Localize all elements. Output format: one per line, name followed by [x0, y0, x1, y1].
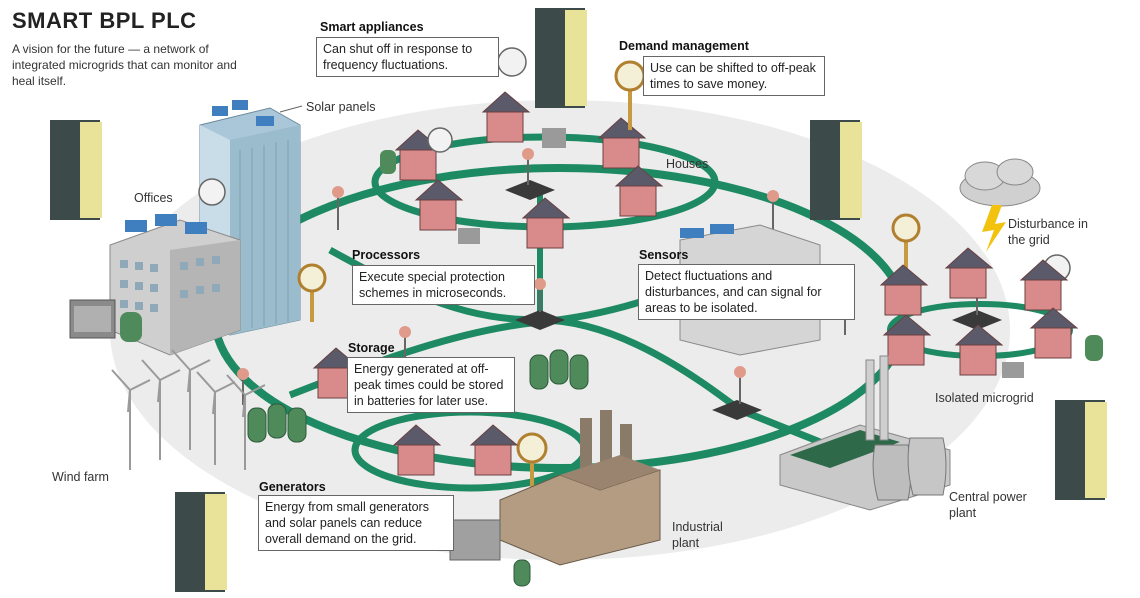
wind-farm-label: Wind farm	[52, 470, 109, 484]
sensors-text: Detect fluctuations and disturbances, an…	[638, 264, 855, 320]
device-icon	[50, 8, 1107, 592]
demand-management-title: Demand management	[619, 39, 749, 53]
battery-storage-icon	[1085, 335, 1103, 361]
sensors-title: Sensors	[639, 248, 689, 262]
power-plant-icon	[779, 355, 951, 511]
isolated-microgrid-label: Isolated microgrid	[935, 391, 1034, 405]
smart-appliances-text: Can shut off in response to frequency fl…	[316, 37, 499, 77]
battery-storage-icon	[247, 349, 589, 587]
ground-plane	[110, 100, 1010, 560]
demand-management-text: Use can be shifted to off-peak times to …	[643, 56, 825, 96]
storage-text: Energy generated at off-peak times could…	[347, 357, 515, 413]
generators-text: Energy from small generators and solar p…	[258, 495, 454, 551]
offices-label: Offices	[134, 191, 173, 205]
industrial-plant-label: Industrial plant	[672, 520, 723, 550]
page-title: SMART BPL PLC	[12, 8, 197, 33]
battery-storage-icon	[380, 150, 396, 174]
processors-title: Processors	[352, 248, 421, 262]
generator-icon	[69, 299, 142, 342]
gauge-icon	[297, 60, 921, 495]
wind-turbine-icon	[111, 349, 266, 470]
disturbance-label: Disturbance in the grid	[1008, 217, 1088, 247]
factory-icon	[449, 410, 661, 566]
generator-icon	[542, 128, 566, 148]
generator-icon	[458, 228, 480, 244]
storage-title: Storage	[348, 341, 395, 355]
processors-text: Execute special protection schemes in mi…	[352, 265, 535, 305]
solar-panels-label: Solar panels	[306, 100, 376, 114]
generator-icon	[1002, 362, 1024, 378]
generators-title: Generators	[259, 480, 326, 494]
house-icon	[879, 247, 1079, 376]
central-power-plant-label: Central power plant	[949, 490, 1027, 520]
houses-label: Houses	[666, 157, 709, 171]
smart-appliances-title: Smart appliances	[320, 20, 424, 34]
cloud-lightning-icon	[959, 158, 1041, 252]
processor-chip-icon	[505, 180, 1002, 420]
solar-panels-pointer	[279, 105, 303, 113]
page-subtitle: A vision for the future — a network of i…	[12, 42, 237, 88]
